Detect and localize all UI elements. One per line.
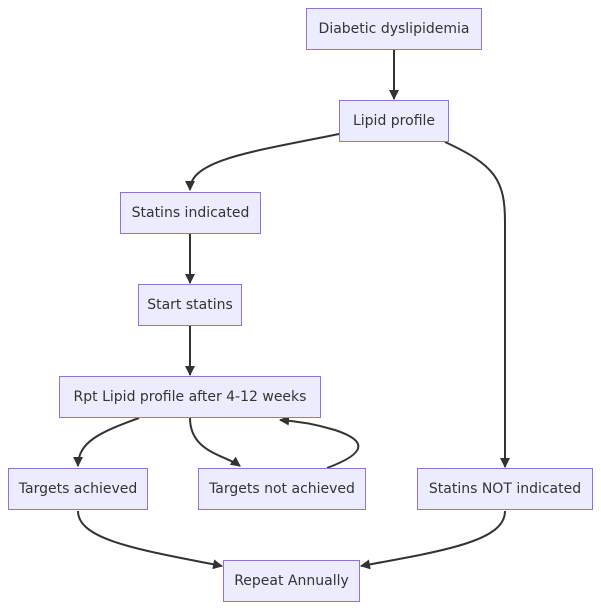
node-repeat-annually: Repeat Annually (223, 560, 360, 602)
node-statins-indicated: Statins indicated (120, 192, 261, 234)
node-targets-achieved: Targets achieved (8, 468, 148, 510)
node-lipid-profile: Lipid profile (339, 100, 449, 142)
node-start-statins: Start statins (138, 284, 242, 326)
edge-lipid-profile-to-statins-indicated (185, 133, 340, 191)
node-rpt-lipid-profile: Rpt Lipid profile after 4-12 weeks (59, 376, 321, 418)
node-statins-not-indicated: Statins NOT indicated (417, 468, 593, 510)
edge-lipid-profile-to-statins-not-indicated (444, 141, 510, 468)
edge-rpt-lipid-profile-to-targets-not-achieved (189, 417, 241, 467)
node-diabetic-dyslipidemia: Diabetic dyslipidemia (306, 8, 482, 50)
edge-statins-not-indicated-to-repeat-annually (360, 510, 506, 570)
edge-rpt-lipid-profile-to-targets-achieved (73, 417, 140, 467)
node-targets-not-achieved: Targets not achieved (198, 468, 366, 510)
edge-targets-achieved-to-repeat-annually (77, 510, 223, 570)
edge-targets-not-achieved-to-rpt-lipid-profile (279, 415, 360, 469)
